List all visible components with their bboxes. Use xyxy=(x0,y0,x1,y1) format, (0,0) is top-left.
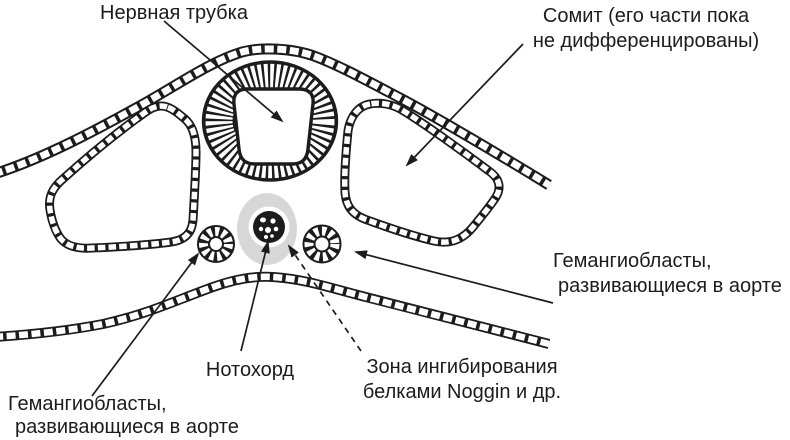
label-neural-tube: Нервная трубка xyxy=(88,1,260,26)
hemangioblast-left xyxy=(197,225,235,263)
hemangioblasts-right-arrow xyxy=(354,250,554,304)
label-neural-tube-text: Нервная трубка xyxy=(100,2,248,24)
neural-tube xyxy=(201,60,339,182)
label-hemangioblasts-left-line2: развивающиеся в аорте xyxy=(15,416,239,438)
label-hemangioblasts-right-line2: развивающиеся в аорте xyxy=(558,275,782,297)
endoderm-band xyxy=(0,271,551,349)
label-somite-line2: не дифференцированы) xyxy=(532,30,760,52)
neural-tube-lumen xyxy=(232,87,315,166)
label-hemangioblasts-left: Гемангиобласты, развивающиеся в аорте xyxy=(6,393,251,439)
notochord xyxy=(253,211,285,243)
somite-arrow xyxy=(405,43,524,167)
hemangioblast-right xyxy=(302,224,342,264)
label-hemangioblasts-right-line1: Гемангиобласты, xyxy=(553,250,712,272)
ectoderm-band xyxy=(0,43,552,190)
label-hemangioblasts-right: Гемангиобласты, развивающиеся в аорте xyxy=(553,249,789,299)
notochord-arrow xyxy=(240,240,270,352)
somite-right xyxy=(340,98,504,247)
neural-tube-arrow xyxy=(163,20,284,123)
label-somite: Сомит (его части пока не дифференцирован… xyxy=(514,4,778,54)
label-notochord-text: Нотохорд xyxy=(205,359,295,381)
hemangioblasts-left-arrow xyxy=(91,252,200,397)
label-notochord: Нотохорд xyxy=(197,358,303,383)
label-inhibition-zone-line1: Зона ингибирования xyxy=(366,356,558,378)
label-inhibition-zone-line2: белками Noggin и др. xyxy=(362,381,562,403)
label-somite-line1: Сомит (его части пока xyxy=(542,5,750,27)
label-inhibition-zone: Зона ингибирования белками Noggin и др. xyxy=(351,355,573,405)
somite-left xyxy=(45,101,201,253)
label-hemangioblasts-left-line1: Гемангиобласты, xyxy=(8,393,167,415)
